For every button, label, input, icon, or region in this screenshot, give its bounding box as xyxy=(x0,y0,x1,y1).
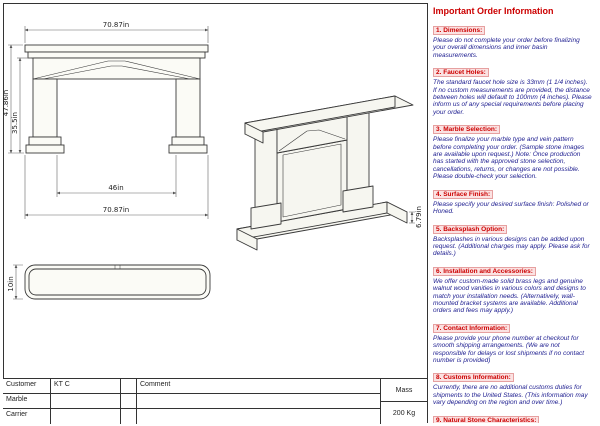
section-body: Backsplashes in various designs can be a… xyxy=(433,235,590,258)
section-title: 7. Contact Information: xyxy=(433,323,511,333)
order-info-section-stone-characteristics: 9. Natural Stone Characteristics: Marble… xyxy=(433,409,592,423)
order-info-section-faucet-holes: 2. Faucet Holes: The standard faucet hol… xyxy=(433,61,592,116)
section-title: 6. Installation and Accessories: xyxy=(433,266,536,276)
table-row-label-carrier: Carrier xyxy=(3,409,51,424)
mass-value: 200 Kg xyxy=(392,409,416,417)
comment-cell xyxy=(137,394,381,409)
mass-column: Mass 200 Kg xyxy=(381,379,427,424)
dim-bottom-width: 70.87in xyxy=(103,206,129,214)
spacer-cell xyxy=(121,409,137,424)
dim-opening-width: 46in xyxy=(108,184,123,192)
order-info-section-customs: 8. Customs Information: Currently, there… xyxy=(433,366,592,406)
table-row-label-marble: Marble xyxy=(3,394,51,409)
table-row-label-customer: Customer xyxy=(3,379,51,394)
dim-top-width: 70.87in xyxy=(103,21,129,29)
section-title: 1. Dimensions: xyxy=(433,26,486,35)
technical-drawing: 70.87in 47.86in 35.5in 46in 70.87in 10in… xyxy=(2,21,423,300)
isometric-view xyxy=(236,95,414,251)
drawing-area: 70.87in 47.86in 35.5in 46in 70.87in 10in… xyxy=(2,3,427,378)
carrier-value xyxy=(51,409,121,424)
section-title: 8. Customs Information: xyxy=(433,373,514,383)
dimension-labels: 70.87in 47.86in 35.5in 46in 70.87in 10in… xyxy=(2,21,423,292)
section-title: 2. Faucet Holes: xyxy=(433,68,489,78)
dim-opening-height: 35.5in xyxy=(11,112,19,134)
section-title: 9. Natural Stone Characteristics: xyxy=(433,415,540,423)
section-body: Currently, there are no additional custo… xyxy=(433,384,588,407)
order-info-panel: Important Order Information 1. Dimension… xyxy=(427,3,597,423)
spacer-cell xyxy=(121,379,137,394)
order-info-section-surface-finish: 4. Surface Finish: Please specify your d… xyxy=(433,183,592,216)
plan-view xyxy=(24,264,211,300)
section-title: 3. Marble Selection: xyxy=(433,125,501,135)
title-block-table: Customer KT C Comment Mass 200 Kg Marble… xyxy=(3,378,427,424)
section-body: We offer custom-made solid brass legs an… xyxy=(433,277,586,315)
dimension-lines xyxy=(8,26,415,300)
order-info-section-dimensions: 1. Dimensions: Please do not complete yo… xyxy=(433,19,592,59)
comment-cell xyxy=(137,409,381,424)
dim-overall-height: 47.86in xyxy=(3,90,10,116)
order-info-title: Important Order Information xyxy=(433,6,554,16)
mass-label: Mass xyxy=(381,379,427,402)
marble-value xyxy=(51,394,121,409)
order-info-section-installation: 6. Installation and Accessories: We offe… xyxy=(433,260,592,315)
order-info-section-backsplash: 5. Backsplash Option: Backsplashes in va… xyxy=(433,218,592,258)
order-info-section-marble-selection: 3. Marble Selection: Please finalize you… xyxy=(433,118,592,180)
section-body: Please specify your desired surface fini… xyxy=(433,200,589,216)
section-body: Please finalize your marble type and vei… xyxy=(433,136,585,181)
order-info-section-contact: 7. Contact Information: Please provide y… xyxy=(433,317,592,365)
section-body: Please provide your phone number at chec… xyxy=(433,334,585,364)
section-body: The standard faucet hole size is 33mm (1… xyxy=(433,79,592,116)
section-title: 4. Surface Finish: xyxy=(433,189,494,199)
dim-hearth-height: 6.79in xyxy=(415,206,423,228)
comment-label: Comment xyxy=(137,379,381,394)
spacer-cell xyxy=(121,394,137,409)
dim-hearth-depth: 10in xyxy=(7,276,15,291)
front-view xyxy=(24,44,209,154)
customer-value: KT C xyxy=(51,379,121,394)
section-body: Please do not complete your order before… xyxy=(433,37,580,59)
section-title: 5. Backsplash Option: xyxy=(433,224,508,234)
